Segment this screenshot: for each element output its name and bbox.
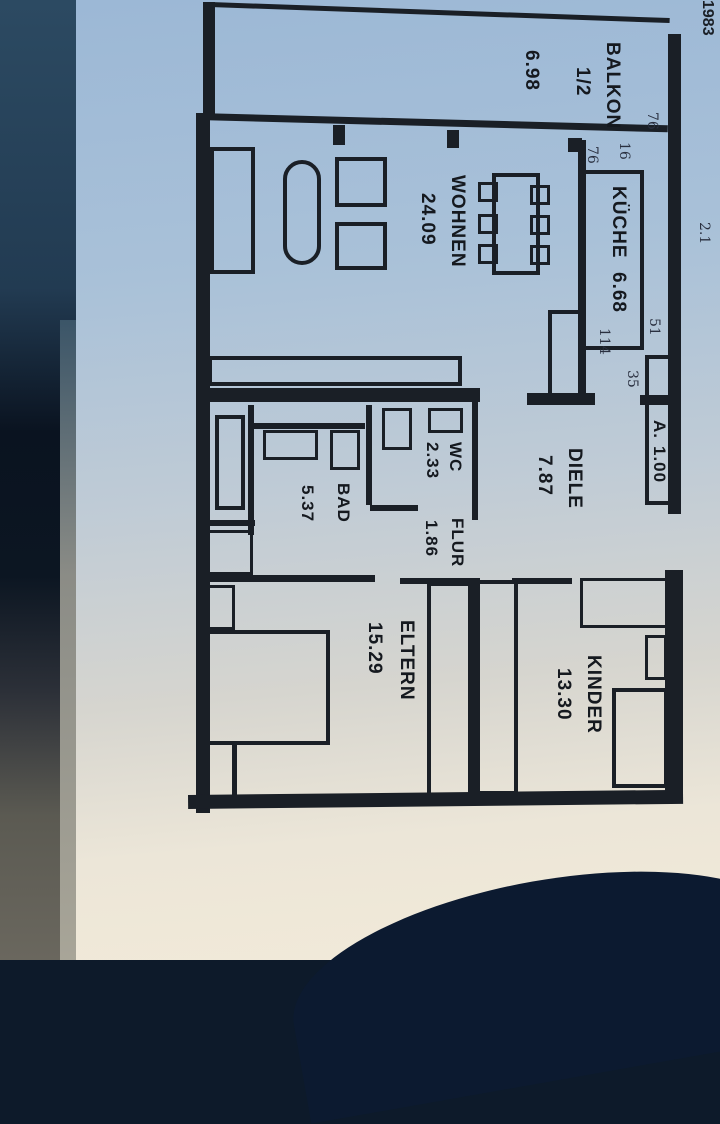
kinder-closet: [476, 580, 518, 795]
sideboard: [208, 356, 462, 386]
room-label-kinder: KINDER: [583, 655, 604, 734]
eltern-divider: [232, 745, 237, 800]
chair: [478, 182, 498, 202]
double-bed: [205, 630, 330, 745]
room-label-eltern: ELTERN: [396, 620, 417, 701]
kinder-top-wall: [512, 578, 572, 584]
eltern-closet: [427, 582, 472, 797]
room-area-kueche: 6.68: [608, 272, 629, 313]
room-area-abstell: 1.00: [650, 446, 669, 484]
kitchen-cabinet: [548, 310, 583, 398]
washbasin: [263, 430, 318, 460]
room-area-kinder: 13.30: [553, 668, 574, 721]
chair: [478, 244, 498, 264]
room-label-wohnen: WOHNEN: [447, 175, 468, 268]
floor-plan: [188, 2, 684, 813]
room-area-flur: 1.86: [422, 520, 441, 558]
kinder-bed: [612, 688, 668, 788]
kitchen-counter: [582, 170, 644, 350]
balkon-wall-left: [203, 2, 215, 117]
handwritten-note: 35: [624, 370, 640, 388]
room-area-bad: 5.37: [298, 485, 317, 523]
room-area-wohnen: 24.09: [417, 193, 438, 246]
wohnen-top-wall: [197, 113, 668, 133]
wc-basin: [382, 408, 412, 450]
closet: [205, 530, 253, 575]
chair: [530, 185, 550, 205]
wardrobe: [205, 585, 235, 630]
armchair: [335, 222, 387, 270]
balkon-wall-top: [209, 2, 670, 24]
handwritten-note: 16: [616, 142, 632, 160]
room-sub-balkon: 1/2: [572, 67, 593, 97]
room-area-balkon: 6.98: [521, 50, 542, 91]
room-label-diele: DIELE: [564, 448, 585, 509]
handwritten-note: 114: [596, 328, 612, 355]
room-area-eltern: 15.29: [364, 622, 385, 675]
chair: [530, 245, 550, 265]
kinder-right-wall: [665, 570, 683, 800]
sofa: [210, 147, 255, 274]
wc-right-wall: [472, 400, 478, 520]
handwritten-note: 76: [644, 112, 660, 130]
bad-wall: [248, 405, 254, 535]
handwritten-note: 2.1: [696, 222, 712, 245]
armchair: [335, 157, 387, 207]
wc-toilet: [428, 408, 463, 433]
window-post: [447, 130, 459, 148]
bad-bottom-wall: [205, 575, 375, 582]
eltern-top-wall: [400, 578, 480, 584]
wc-bottom-wall: [370, 505, 418, 511]
coffee-table: [283, 160, 321, 265]
room-label-bad: BAD: [334, 483, 353, 523]
handwritten-note: 76: [584, 146, 600, 164]
storage-divider: [640, 395, 680, 405]
bathtub: [215, 415, 245, 510]
bad-inner-top: [250, 423, 365, 429]
chair: [478, 214, 498, 234]
room-label-wc: WC: [446, 442, 465, 473]
window-post: [333, 125, 345, 145]
kitchen-end-wall: [527, 393, 595, 405]
bad-left-divider: [205, 520, 255, 526]
chair: [530, 215, 550, 235]
kinder-shelf: [580, 578, 668, 628]
room-label-balkon: BALKON: [602, 42, 623, 130]
room-label-abstell: A.: [650, 420, 669, 439]
toilet: [330, 430, 360, 470]
room-area-diele: 7.87: [534, 455, 555, 496]
kinder-nightstand: [645, 635, 667, 680]
room-area-wc: 2.33: [423, 442, 442, 480]
handwritten-note: 51: [646, 318, 662, 336]
dining-table: [492, 173, 540, 275]
bathroom-top-wall: [198, 388, 480, 402]
storage-box: [645, 355, 673, 400]
room-label-kueche: KÜCHE: [608, 186, 629, 259]
wc-wall: [366, 405, 372, 505]
room-label-flur: FLUR: [448, 518, 467, 568]
